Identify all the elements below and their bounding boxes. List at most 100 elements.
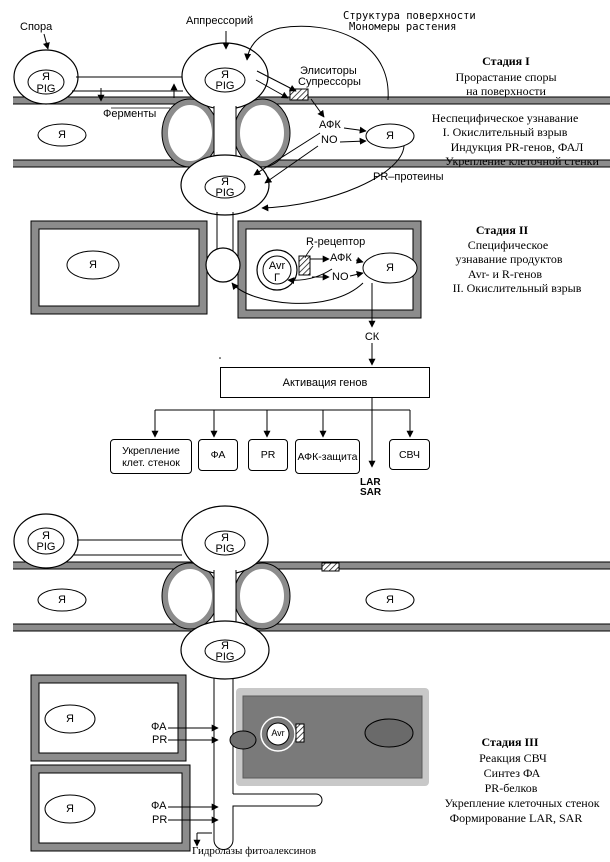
avr-inner <box>266 722 290 746</box>
guard-cell <box>234 99 290 167</box>
appressorium-nucleus <box>204 67 246 93</box>
appressorium-label: Аппрессорий <box>186 15 254 27</box>
spore-label: Спора <box>20 21 53 33</box>
stage-3-line: Формирование LAR, SAR <box>449 811 583 825</box>
stage-3-title: Стадия III <box>481 735 539 749</box>
haustorium <box>205 247 241 283</box>
no-label: NO <box>332 271 349 283</box>
pr-label: PR <box>152 814 168 826</box>
elicitor-receptor <box>321 562 340 572</box>
sk-label: СК <box>364 331 380 343</box>
stage-3-graphics <box>13 505 610 852</box>
stage-2-line: Avr- и R-генов <box>467 267 543 281</box>
hydrolases-label: Гидролазы фитоалексинов <box>192 845 317 857</box>
vesicle-nucleus <box>204 639 246 663</box>
stage-1-graphics <box>13 25 610 216</box>
host-nucleus <box>37 588 87 612</box>
spore-nucleus <box>27 527 65 555</box>
appressorium-nucleus <box>204 530 246 556</box>
stage-2-line: II. Окислительный взрыв <box>452 281 582 295</box>
r-receptor-label: R-рецептор <box>306 236 366 248</box>
g-label: Г <box>274 272 280 284</box>
output-hr-box: СВЧ <box>389 439 430 470</box>
host-nucleus-label: Я <box>66 713 74 725</box>
elicitor-receptor <box>289 88 309 101</box>
avr-label: Avr <box>268 260 286 272</box>
pr-label: PR <box>152 734 168 746</box>
cell-wall-band <box>13 624 610 631</box>
stage-1-line: Укрепление клеточной стенки <box>445 154 599 168</box>
host-nucleus <box>362 252 418 284</box>
output-pr-box: PR <box>248 439 288 471</box>
stage-1-line: Прорастание споры <box>455 70 557 84</box>
afk-label: АФК <box>330 252 352 264</box>
stage-2-title: Стадия II <box>475 223 529 237</box>
guard-cell <box>234 563 290 629</box>
guard-cell <box>162 563 218 629</box>
host-nucleus <box>365 123 415 149</box>
guard-cell <box>162 99 218 167</box>
appressorium-pig-label: PIG <box>215 543 235 555</box>
vesicle-nucleus-label: Я <box>221 640 229 652</box>
fa-label: ФА <box>151 800 167 812</box>
host-nucleus-label: Я <box>386 262 394 274</box>
cell-wall-band <box>13 160 610 167</box>
stage-3-line: PR-белков <box>484 781 538 795</box>
stage-2-line: узнавание продуктов <box>455 252 563 266</box>
fa-label: ФА <box>151 721 167 733</box>
spore-nucleus <box>27 69 65 95</box>
output-afk-protection-box: АФК-защита <box>295 439 360 474</box>
stage-2-graphics <box>30 212 422 468</box>
cell-wall-band <box>13 562 610 569</box>
stage-3-line: Синтез ФА <box>483 766 541 780</box>
spore-pig-label: PIG <box>36 83 56 95</box>
spore-nucleus-label: Я <box>42 530 50 542</box>
host-nucleus-label: Я <box>386 594 394 606</box>
stage-1-line: на поверхности <box>466 84 546 98</box>
gene-activation-box: Активация генов <box>220 367 430 398</box>
stage-1-title: Стадия I <box>482 54 530 68</box>
stage-1-line: I. Окислительный взрыв <box>442 125 568 139</box>
stage-1-line: Неспецифическое узнавание <box>431 111 579 125</box>
r-receptor <box>295 723 305 743</box>
host-nucleus <box>66 250 120 280</box>
no-label: NO <box>321 134 338 146</box>
stage-3-line: Реакция СВЧ <box>479 751 547 765</box>
dead-cell-nucleus <box>364 718 414 748</box>
host-nucleus <box>44 704 96 734</box>
avr-label: Avr <box>271 728 285 738</box>
host-cell <box>31 221 207 314</box>
suppressors-label: Супрессоры <box>298 76 361 88</box>
spore-pig-label: PIG <box>36 541 56 553</box>
vesicle-nucleus <box>204 175 246 199</box>
appressorium-pig-label: PIG <box>215 80 235 92</box>
surface-structure-label: Структура поверхности <box>343 10 476 22</box>
host-nucleus <box>365 588 415 612</box>
host-nucleus-label: Я <box>386 130 394 142</box>
stage-1-line: Индукция PR-генов, ФАЛ <box>450 140 584 154</box>
lar-label: LAR <box>360 477 381 488</box>
enzymes-label: Ферменты <box>103 108 157 120</box>
vesicle-pig-label: PIG <box>215 187 235 199</box>
host-nucleus <box>44 794 96 824</box>
host-nucleus-label: Я <box>66 803 74 815</box>
spore-nucleus-label: Я <box>42 71 50 83</box>
afk-label: АФК <box>319 119 341 131</box>
output-fa-box: ФА <box>198 439 238 471</box>
avr-inner <box>262 255 292 285</box>
vesicle-pig-label: PIG <box>215 651 235 663</box>
host-nucleus-label: Я <box>58 594 66 606</box>
appressorium-nucleus-label: Я <box>221 532 229 544</box>
output-cell-wall-box: Укрепление клет. стенок <box>110 439 192 474</box>
host-nucleus-label: Я <box>89 259 97 271</box>
pr-proteins-label: PR–протеины <box>373 171 444 183</box>
plant-monomers-label: Мономеры растения <box>349 21 457 33</box>
host-nucleus-label: Я <box>58 129 66 141</box>
vesicle-nucleus-label: Я <box>221 176 229 188</box>
host-nucleus <box>37 123 87 147</box>
appressorium-nucleus-label: Я <box>221 69 229 81</box>
sar-label: SAR <box>360 487 382 498</box>
haustorium <box>229 730 257 750</box>
